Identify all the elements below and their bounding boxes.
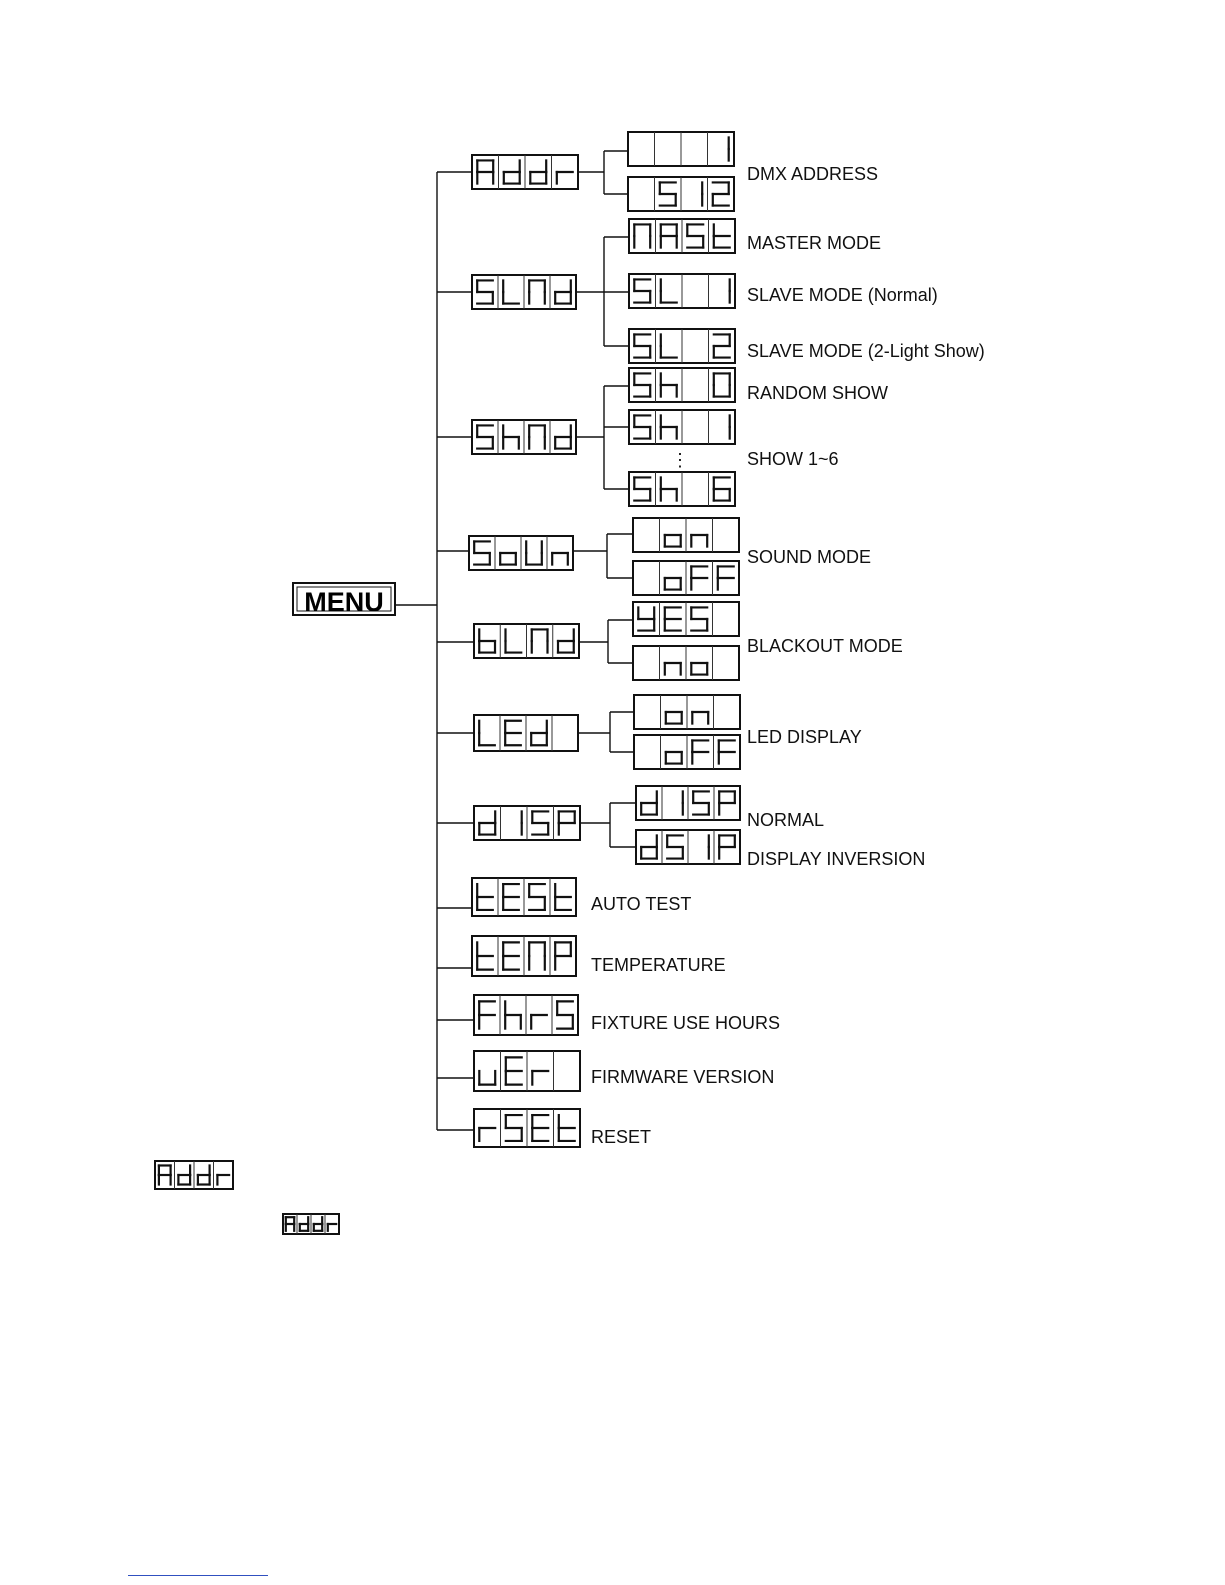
lcd-display: [628, 132, 734, 166]
lcd-display: [629, 329, 735, 363]
desc-reset: RESET: [591, 1127, 651, 1147]
desc-dmx-address: DMX ADDRESS: [747, 164, 878, 184]
desc-slave-normal: SLAVE MODE (Normal): [747, 285, 938, 305]
lcd-display: [634, 735, 740, 769]
lcd-display: [474, 1109, 580, 1147]
desc-random-show: RANDOM SHOW: [747, 383, 888, 403]
lcd-display: [629, 274, 735, 308]
desc-master-mode: MASTER MODE: [747, 233, 881, 253]
desc-display-inversion: DISPLAY INVERSION: [747, 849, 925, 869]
lcd-display: [633, 518, 739, 552]
lcd-display: [474, 806, 580, 840]
lcd-display: [636, 830, 740, 864]
lcd-display: [472, 878, 576, 916]
lcd-display: [629, 410, 735, 444]
desc-fixture-use-hours: FIXTURE USE HOURS: [591, 1013, 780, 1033]
menu-box: MENU: [293, 583, 395, 617]
lcd-display: [472, 275, 576, 309]
lcd-display: [633, 646, 739, 680]
lcd-display: [155, 1161, 233, 1189]
lcd-display: [634, 695, 740, 729]
desc-sound-mode: SOUND MODE: [747, 547, 871, 567]
desc-led-display: LED DISPLAY: [747, 727, 862, 747]
desc-blackout-mode: BLACKOUT MODE: [747, 636, 903, 656]
lcd-display: [472, 155, 578, 189]
lcd-display: [629, 368, 735, 402]
lcd-display: [633, 602, 739, 636]
lcd-display: [472, 420, 576, 454]
desc-temperature: TEMPERATURE: [591, 955, 726, 975]
lcd-display: [474, 715, 578, 751]
lcd-display: [474, 1051, 580, 1091]
ellipsis-glyph: ⋮: [671, 450, 689, 470]
lcd-display: [474, 624, 579, 658]
lcd-display: [469, 536, 573, 570]
desc-show-1-6: SHOW 1~6: [747, 449, 839, 469]
desc-slave-2light: SLAVE MODE (2-Light Show): [747, 341, 985, 361]
menu-label: MENU: [304, 587, 384, 617]
lcd-display: [636, 786, 740, 820]
lcd-display: [283, 1214, 339, 1234]
lcd-display: [629, 472, 735, 506]
lcd-display: [633, 561, 739, 595]
lcd-display: [629, 219, 735, 253]
lcd-display: [472, 936, 576, 976]
lcd-display: [474, 995, 578, 1035]
lcd-display: [628, 177, 734, 211]
desc-firmware-version: FIRMWARE VERSION: [591, 1067, 774, 1087]
footer-rule: [128, 1575, 268, 1576]
desc-normal: NORMAL: [747, 810, 824, 830]
desc-auto-test: AUTO TEST: [591, 894, 691, 914]
